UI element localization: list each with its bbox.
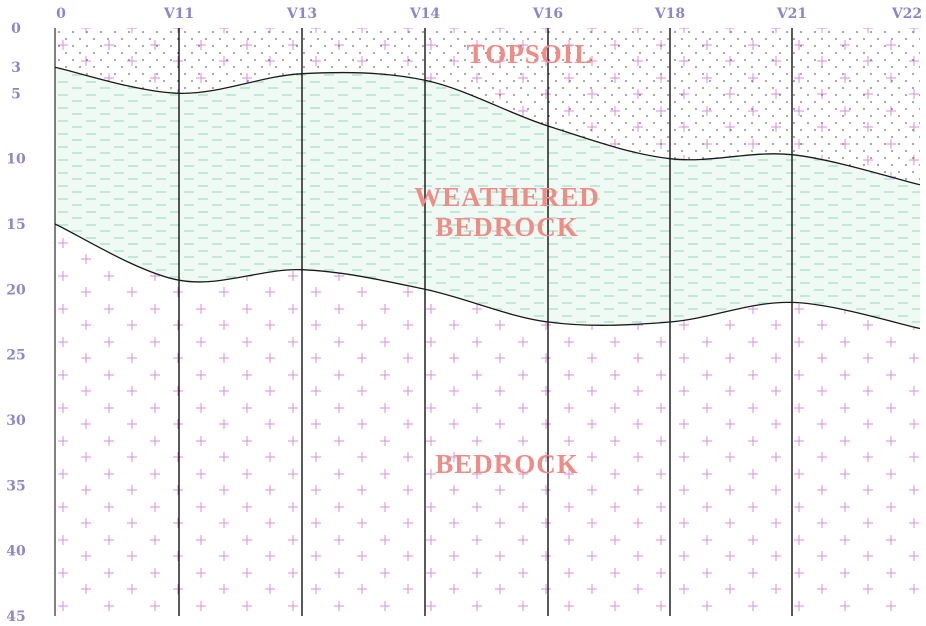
label-weathered-line2: BEDROCK (435, 212, 579, 242)
station-label-v13: V13 (286, 6, 317, 22)
depth-label-0: 0 (11, 21, 21, 37)
weathered-base-boundary (54, 223, 921, 330)
weathered-bedrock-layer (55, 67, 920, 329)
station-label-v21: V21 (776, 6, 807, 22)
station-label-v16: V16 (532, 6, 563, 22)
topsoil-layer (55, 28, 920, 185)
depth-label-30: 30 (6, 413, 26, 429)
depth-label-3: 3 (11, 60, 21, 76)
depth-label-10: 10 (6, 152, 26, 168)
topsoil-base-boundary (54, 66, 921, 186)
depth-label-40: 40 (6, 544, 26, 560)
station-label-v18: V18 (654, 6, 685, 22)
depth-label-5: 5 (11, 86, 21, 102)
station-labels: 0 V11 V13 V14 V16 V18 V21 V22 (56, 6, 922, 22)
station-label-v11: V11 (163, 6, 194, 22)
station-label-v22: V22 (891, 6, 922, 22)
label-weathered-line1: WEATHERED (414, 182, 600, 212)
depth-label-20: 20 (6, 282, 26, 298)
depth-label-35: 35 (6, 478, 25, 494)
label-topsoil: TOPSOIL (467, 39, 594, 69)
station-label-v14: V14 (409, 6, 441, 22)
depth-label-15: 15 (6, 217, 25, 233)
station-label-0: 0 (56, 6, 66, 22)
depth-label-25: 25 (6, 348, 25, 364)
depth-label-45: 45 (6, 609, 25, 625)
label-bedrock: BEDROCK (435, 449, 579, 479)
